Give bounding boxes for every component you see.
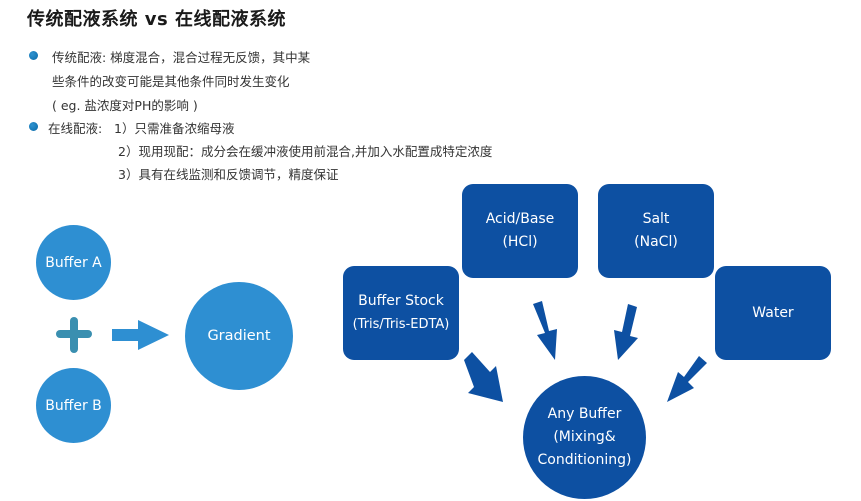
inline-item-2: 2）现用现配：成分会在缓冲液使用前混合,并加入水配置成特定浓度 <box>118 144 493 159</box>
page-title: 传统配液系统 vs 在线配液系统 <box>27 9 286 30</box>
salt-line-1: Salt <box>642 211 670 227</box>
any-buffer-line-3: Conditioning) <box>537 452 632 468</box>
salt-box: Salt (NaCl) <box>598 184 714 278</box>
any-buffer-line-1: Any Buffer <box>547 406 622 422</box>
gradient-circle: Gradient <box>185 282 293 390</box>
arrow-from-salt-icon <box>614 304 638 360</box>
arrow-from-acid-base-icon <box>533 301 557 360</box>
traditional-line-2: 些条件的改变可能是其他条件同时发生变化 <box>52 74 290 89</box>
gradient-label: Gradient <box>207 328 271 344</box>
buffer-stock-box: Buffer Stock (Tris/Tris-EDTA) <box>343 266 459 360</box>
traditional-line-3: ( eg. 盐浓度对PH的影响 ) <box>52 98 198 113</box>
any-buffer-line-2: (Mixing& <box>553 429 616 445</box>
acid-base-line-2: (HCl) <box>502 234 538 250</box>
arrow-from-buffer-stock-icon <box>464 352 503 402</box>
acid-base-box: Acid/Base (HCl) <box>462 184 578 278</box>
buffer-stock-line-1: Buffer Stock <box>358 293 444 309</box>
buffer-stock-line-2: (Tris/Tris-EDTA) <box>352 317 450 332</box>
traditional-line-1: 传统配液: 梯度混合，混合过程无反馈，其中某 <box>52 50 311 65</box>
buffer-a-label: Buffer A <box>45 254 102 271</box>
bullet-inline <box>29 122 38 131</box>
water-line-1: Water <box>752 304 794 321</box>
inline-label: 在线配液: <box>48 121 103 136</box>
plus-icon <box>56 317 92 353</box>
water-box: Water <box>715 266 831 360</box>
inline-item-1: 1）只需准备浓缩母液 <box>114 121 235 136</box>
salt-line-2: (NaCl) <box>634 234 678 250</box>
acid-base-line-1: Acid/Base <box>485 211 555 227</box>
buffer-a-circle: Buffer A <box>36 225 111 300</box>
any-buffer-circle: Any Buffer (Mixing& Conditioning) <box>523 376 646 499</box>
bullet-traditional <box>29 51 38 60</box>
arrow-from-water-icon <box>667 356 707 402</box>
buffer-b-label: Buffer B <box>45 397 102 414</box>
buffer-b-circle: Buffer B <box>36 368 111 443</box>
arrow-right-icon <box>112 320 169 350</box>
inline-item-3: 3）具有在线监测和反馈调节，精度保证 <box>118 167 339 182</box>
